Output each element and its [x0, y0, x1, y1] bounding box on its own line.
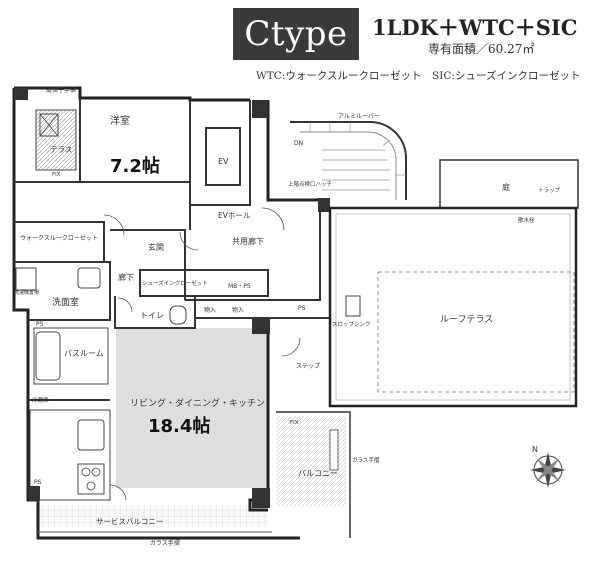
ldk-size: 18.4帖 — [148, 415, 210, 437]
door-swing — [261, 207, 285, 231]
ev-label: EV — [218, 157, 229, 166]
hatch-label: 上階点検口ハッチ — [288, 180, 332, 188]
ps-label-2: PS — [298, 305, 306, 312]
balcony-outline — [276, 411, 351, 538]
storage-label-2: 物入 — [232, 306, 244, 314]
western-room-label: 洋室 — [110, 114, 130, 127]
stove — [77, 463, 105, 495]
hallway-label: 廊下 — [118, 272, 134, 282]
balcony-label: バルコニー — [298, 469, 338, 478]
mb-ps-label: MB・PS — [228, 283, 251, 290]
ps-label-3: PS — [34, 479, 42, 486]
door-swing — [117, 297, 133, 313]
corridor-wall — [185, 208, 321, 301]
bathtub — [35, 331, 61, 381]
slop-sink — [345, 295, 361, 317]
slop-sink-label: スロップシンク — [332, 321, 371, 328]
washer-label: 洗濯機置場 — [14, 289, 39, 296]
column — [252, 318, 270, 334]
door-swing — [103, 214, 125, 236]
door-swing — [179, 231, 199, 251]
watering-label: 散水栓 — [518, 216, 535, 224]
service-balcony-floor — [36, 505, 268, 527]
bathroom-label: バスルーム — [64, 349, 104, 358]
ps-label: PS — [36, 321, 44, 328]
washroom-label: 洗面室 — [52, 296, 79, 308]
service-balcony-label: サービスバルコニー — [96, 517, 163, 526]
kitchen-counter — [29, 409, 111, 501]
outer-wall-top — [14, 86, 250, 102]
door-swing — [109, 484, 127, 501]
common-corridor-label: 共用廊下 — [232, 236, 264, 246]
closet-wall — [14, 221, 105, 263]
ldk-wall-right — [248, 320, 270, 512]
ldk-label: リビング・ダイニング・キッチン — [130, 397, 265, 409]
column — [252, 100, 268, 118]
roof-terrace — [328, 206, 578, 408]
step-label: ステップ — [296, 363, 320, 370]
terrace-label: テラス — [50, 145, 72, 154]
compass — [530, 452, 566, 488]
fix-label-2: FIX — [290, 420, 299, 426]
glass-handrail-label: ガラス手摺 — [150, 539, 180, 547]
washer-space — [15, 267, 37, 291]
dn-label: DN — [294, 140, 303, 147]
column — [318, 198, 330, 212]
burner — [91, 467, 101, 477]
type-label: Ctype — [244, 14, 348, 54]
storage-label: 物入 — [204, 306, 216, 314]
terrace-x — [39, 113, 59, 137]
stair-steps — [322, 149, 390, 191]
outer-wall-right-upper — [266, 100, 320, 202]
fix-label: FIX — [52, 172, 61, 178]
layout-title: 1LDK＋WTC＋SIC — [372, 15, 578, 40]
toilet-label: トイレ — [140, 311, 164, 320]
entrance-label: 玄関 — [148, 242, 164, 252]
ldk-floor — [116, 328, 268, 488]
storage-wall — [139, 269, 269, 297]
louver-inner — [300, 131, 397, 200]
shoe-closet-label: シューズインクローゼット — [142, 279, 208, 287]
bath-floor — [33, 327, 109, 385]
column — [14, 88, 28, 100]
roof-terrace-inner — [377, 271, 575, 393]
toilet-fixture — [169, 305, 187, 325]
louver-label: アルミルーバー — [338, 113, 380, 120]
wash-basin — [77, 267, 101, 289]
fridge-label: 冷蔵庫 — [32, 396, 49, 404]
terrace-area — [35, 109, 77, 171]
garden-label: 庭 — [502, 182, 510, 192]
roof-terrace-label: ルーフテラス — [440, 314, 493, 325]
ev-shaft — [205, 127, 241, 186]
burner — [81, 467, 91, 477]
ev-wall — [189, 100, 251, 206]
door-swing — [281, 337, 301, 357]
railing-label: 縦格子手摺 — [46, 86, 76, 94]
roof-terrace-edge — [335, 213, 571, 401]
western-room-size: 7.2帖 — [110, 155, 160, 177]
kitchen-sink — [77, 419, 105, 451]
column — [252, 488, 270, 508]
burner — [86, 481, 96, 491]
walk-closet-label: ウォークスルークローゼット — [20, 234, 98, 242]
legend-note: WTC:ウォークスルークローゼット SIC:シューズインクローゼット — [256, 70, 581, 82]
type-badge: Ctype — [233, 8, 359, 60]
louver-slat — [382, 139, 391, 147]
balcony-fence — [329, 429, 339, 471]
floor-area: 専有面積／60.27㎡ — [428, 42, 535, 56]
column — [28, 486, 40, 500]
toilet-wall — [114, 296, 196, 329]
glass-fence-label: ガラス手摺 — [352, 456, 380, 464]
terrace-mark — [39, 113, 59, 137]
hall-wall — [110, 229, 186, 300]
trap-label: トラップ — [538, 187, 561, 194]
louver-curve — [290, 121, 407, 200]
wash-wall — [14, 261, 111, 321]
ev-hall-label: EVホール — [218, 211, 251, 220]
compass-label: N — [532, 445, 538, 454]
